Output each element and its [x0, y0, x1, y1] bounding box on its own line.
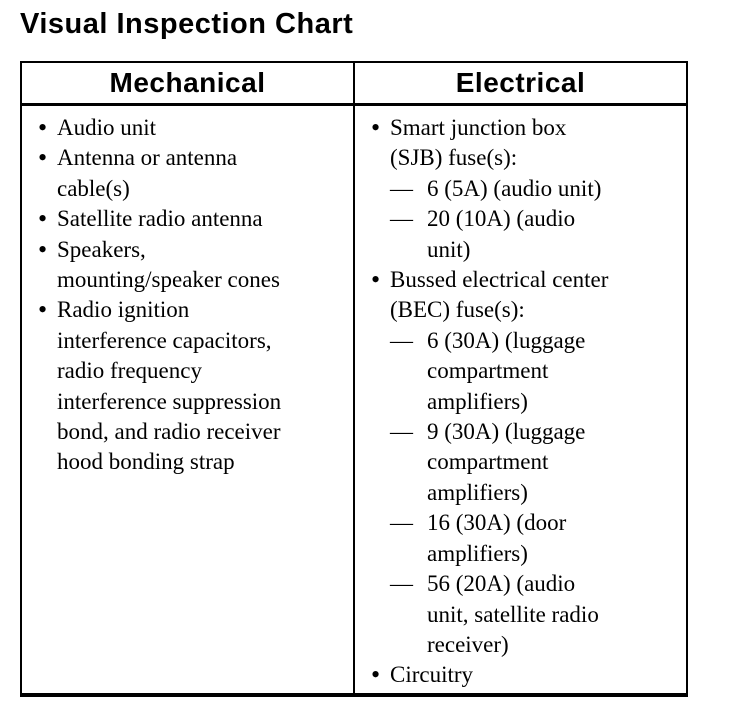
list-item: • Circuitry — [355, 660, 618, 690]
list-item: • Satellite radio antenna — [22, 204, 299, 234]
dash-icon: — — [390, 419, 413, 445]
visual-inspection-table: Mechanical Electrical • Audio unit • Ant… — [20, 61, 688, 697]
sub-list-item: — 16 (30A) (door amplifiers) — [355, 508, 618, 569]
list-item: • Bussed electrical center (BEC) fuse(s)… — [355, 265, 618, 326]
sub-list-item-text: 9 (30A) (luggage compartment amplifiers) — [427, 419, 586, 505]
mechanical-cell: • Audio unit • Antenna or antenna cable(… — [22, 106, 355, 693]
list-item: • Speakers, mounting/⁠speaker cones — [22, 235, 299, 296]
list-item-text: Audio unit — [57, 115, 157, 140]
list-item: • Radio ignition interference capacitors… — [22, 295, 299, 477]
list-item: • Antenna or antenna cable(s) — [22, 143, 299, 204]
list-item-text: Antenna or antenna cable(s) — [57, 145, 238, 201]
dash-icon: — — [390, 206, 413, 232]
sub-list-item-text: 6 (5A) (audio unit) — [427, 175, 602, 201]
list-item-text: Smart junction box (SJB) fuse(s): — [390, 115, 567, 171]
dash-icon: — — [390, 510, 413, 536]
table-header-row: Mechanical Electrical — [22, 63, 686, 106]
table-body-row: • Audio unit • Antenna or antenna cable(… — [22, 106, 686, 693]
column-header-mechanical: Mechanical — [22, 63, 355, 103]
bullet-icon: • — [38, 295, 48, 325]
sub-list-item-text: 56 (20A) (audio unit, satellite radio re… — [427, 571, 599, 657]
list-item-text: Circuitry — [390, 662, 474, 688]
list-item: • Audio unit — [22, 113, 299, 143]
bullet-icon: • — [371, 265, 381, 295]
sub-list-item-text: 6 (30A) (luggage compartment amplifiers) — [427, 327, 586, 414]
sub-list-item: — 56 (20A) (audio unit, satellite radio … — [355, 569, 618, 660]
bullet-icon: • — [38, 204, 48, 234]
sub-list-item-text: 20 (10A) (audio unit) — [427, 206, 576, 262]
list-item-text: Satellite radio antenna — [57, 206, 263, 232]
list-item-text: Speakers, mounting/⁠speaker cones — [57, 236, 280, 293]
sub-list-item-text: 16 (30A) (door amplifiers) — [427, 510, 567, 566]
dash-icon: — — [390, 175, 413, 201]
bullet-icon: • — [371, 660, 381, 690]
bullet-icon: • — [38, 143, 48, 173]
sub-list-item: — 6 (30A) (luggage compartment amplifier… — [355, 326, 618, 417]
sub-list-item: — 6 (5A) (audio unit) — [355, 174, 618, 204]
dash-icon: — — [390, 327, 413, 353]
sub-list-item: — 9 (30A) (luggage compartment amplifier… — [355, 417, 618, 508]
dash-icon: — — [390, 571, 413, 597]
list-item-text: Radio ignition interference capacitors, … — [57, 297, 282, 475]
list-item-text: Bussed electrical center (BEC) fuse(s): — [390, 267, 609, 323]
bullet-icon: • — [38, 234, 48, 264]
bullet-icon: • — [38, 113, 48, 142]
page-title: Visual Inspection Chart — [20, 8, 354, 40]
list-item: • Smart junction box (SJB) fuse(s): — [355, 113, 618, 174]
electrical-cell: • Smart junction box (SJB) fuse(s): — 6 … — [355, 106, 686, 693]
bullet-icon: • — [371, 113, 381, 142]
column-header-electrical: Electrical — [455, 67, 586, 98]
sub-list-item: — 20 (10A) (audio unit) — [355, 204, 618, 265]
